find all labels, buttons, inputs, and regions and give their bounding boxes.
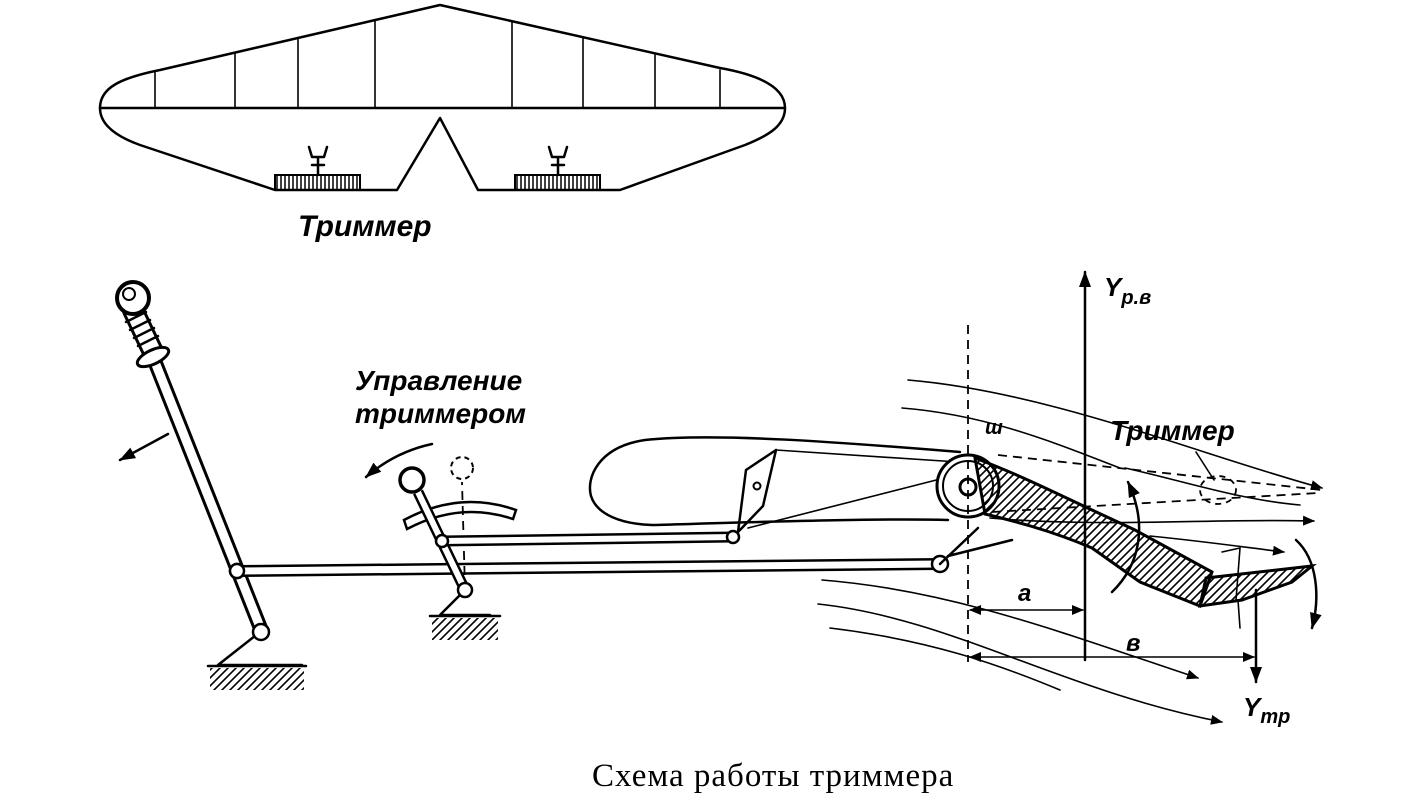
stick-ground-hatch <box>210 668 304 690</box>
trim-push-rod <box>434 529 741 549</box>
stabilizer-ribs <box>154 19 721 109</box>
dimension-b: в <box>969 630 1255 662</box>
airflow-streamlines <box>817 379 1323 725</box>
elevator-push-rod <box>228 526 1014 580</box>
lever-pivot <box>456 581 474 599</box>
dimension-a: а <box>969 580 1084 615</box>
stick-grip <box>122 299 164 363</box>
trim-tab-deflected <box>1198 563 1317 608</box>
trim-label-leader <box>1195 451 1215 481</box>
trim-horn-right <box>547 145 569 177</box>
elevator-rotation-arrow <box>1110 480 1141 594</box>
elevator-force-label: Yр.в <box>1104 272 1151 309</box>
trim-control-label-2: триммером <box>355 398 526 429</box>
stabilizer-outline <box>98 3 787 192</box>
trim-control-label-1: Управление <box>355 365 522 396</box>
side-trim-label: Триммер <box>1110 415 1235 446</box>
top-trim-label: Триммер <box>298 210 432 243</box>
stick-motion-arrow <box>118 432 170 462</box>
trim-bellcrank <box>736 448 778 534</box>
trim-control-arrow <box>364 442 434 479</box>
trim-rod-end-pivot <box>725 529 741 545</box>
trim-force-label: Yтр <box>1243 692 1290 728</box>
stick-pivot-base <box>251 622 271 642</box>
lever-ground-hatch <box>432 618 498 640</box>
trim-cable-lower <box>747 475 953 529</box>
dimension-a-label: а <box>1018 580 1031 607</box>
elevator-horn <box>938 526 1014 566</box>
trim-neutral-outline <box>1199 475 1237 505</box>
control-stick <box>115 280 308 690</box>
lever-knob <box>398 466 426 494</box>
stabilizer-airfoil <box>588 436 962 527</box>
neutral-position-outline <box>991 454 1323 513</box>
stick-collar <box>135 345 171 369</box>
trim-horn-left <box>307 145 329 177</box>
dimension-b-label: в <box>1126 630 1141 657</box>
trim-tab-right <box>514 174 601 191</box>
stabilizer-section <box>588 436 962 534</box>
trim-control-lever: Управление триммером <box>355 365 526 640</box>
hinge-label: ш <box>985 417 1003 439</box>
trim-cable-upper <box>775 449 959 463</box>
trim-tab-link <box>1221 546 1241 629</box>
figure-caption: Схема работы триммера <box>592 758 954 794</box>
trim-tab-left <box>274 174 361 191</box>
lever-alt-position-knob <box>450 456 474 480</box>
trim-rotation-arrow <box>1294 538 1322 630</box>
top-view-stabilizer: Триммер <box>98 3 787 243</box>
